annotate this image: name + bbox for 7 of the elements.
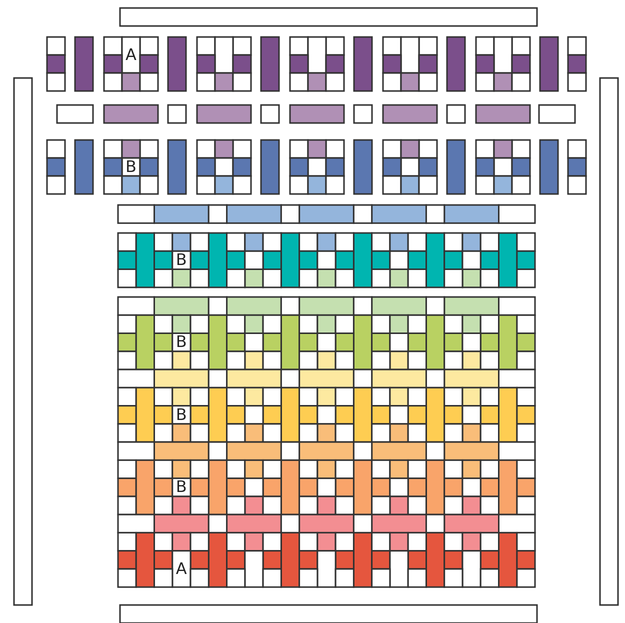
block-letter: B [174,478,188,496]
block-letter: A [124,46,138,64]
block-letter: B [174,251,188,269]
block-letter: B [174,333,188,352]
block-letter: A [174,560,188,578]
block-letter: B [174,406,188,424]
block-letter: B [124,158,138,176]
